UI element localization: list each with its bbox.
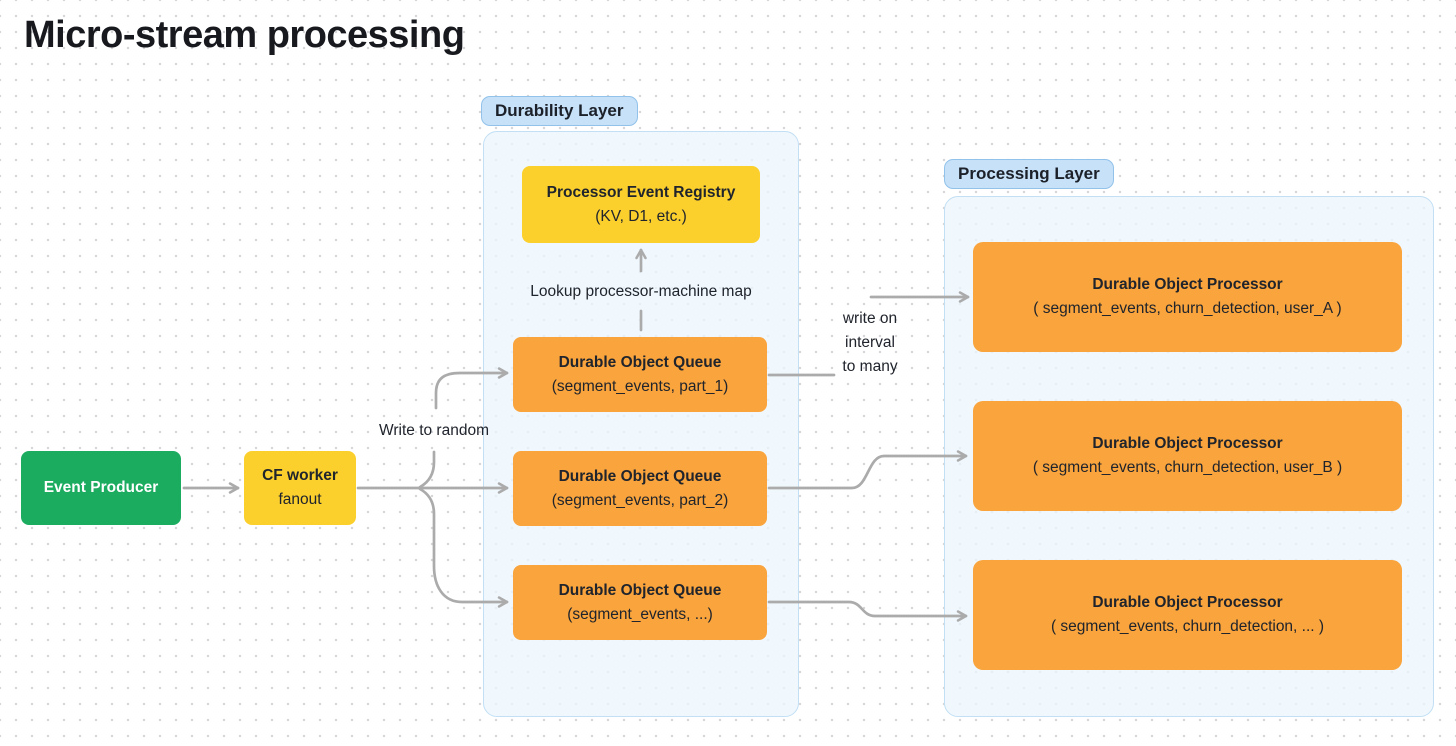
processing-layer-badge: Processing Layer: [944, 159, 1114, 189]
label-lookup-processor-machine-map: Lookup processor-machine map: [530, 283, 752, 300]
label-write-to-random: Write to random: [379, 422, 489, 439]
node-queue-part3-title: Durable Object Queue: [558, 581, 722, 599]
label-write-on-interval-line2: interval: [845, 334, 895, 351]
node-processor-user-b-title: Durable Object Processor: [1092, 435, 1283, 452]
node-processor-user-b: Durable Object Processor ( segment_event…: [973, 401, 1402, 511]
node-processor-event-registry: Processor Event Registry (KV, D1, etc.): [522, 166, 760, 243]
node-processor-user-a-subtitle: ( segment_events, churn_detection, user_…: [1033, 300, 1342, 317]
node-cf-worker-subtitle: fanout: [278, 491, 322, 508]
label-write-on-interval-to-many: write on interval to many: [842, 307, 897, 379]
node-queue-part1: Durable Object Queue (segment_events, pa…: [513, 337, 767, 412]
wire-fanout-up-stub: [418, 450, 436, 489]
label-write-on-interval-line1: write on: [842, 310, 898, 327]
node-queue-part3-subtitle: (segment_events, ...): [567, 605, 713, 623]
node-processor-etc: Durable Object Processor ( segment_event…: [973, 560, 1402, 670]
node-queue-part2-subtitle: (segment_events, part_2): [551, 491, 729, 509]
node-registry-title: Processor Event Registry: [546, 183, 736, 201]
node-queue-part2: Durable Object Queue (segment_events, pa…: [513, 451, 767, 526]
node-event-producer-label: Event Producer: [43, 479, 159, 496]
node-queue-part1-title: Durable Object Queue: [558, 353, 722, 371]
node-processor-etc-subtitle: ( segment_events, churn_detection, ... ): [1050, 618, 1325, 635]
node-event-producer: Event Producer: [21, 451, 181, 525]
node-registry-subtitle: (KV, D1, etc.): [595, 207, 687, 225]
node-processor-user-b-subtitle: ( segment_events, churn_detection, user_…: [1032, 459, 1343, 476]
node-processor-user-a-title: Durable Object Processor: [1092, 276, 1283, 293]
node-cf-worker-title: CF worker: [262, 467, 338, 484]
label-write-on-interval-line3: to many: [842, 358, 898, 375]
page-title: Micro-stream processing: [24, 14, 465, 56]
node-queue-part2-title: Durable Object Queue: [558, 467, 722, 485]
node-processor-etc-title: Durable Object Processor: [1092, 594, 1283, 611]
node-queue-part1-subtitle: (segment_events, part_1): [551, 377, 729, 395]
durability-layer-badge: Durability Layer: [481, 96, 638, 126]
node-cf-worker-fanout: CF worker fanout: [244, 451, 356, 525]
node-queue-part3: Durable Object Queue (segment_events, ..…: [513, 565, 767, 640]
node-processor-user-a: Durable Object Processor ( segment_event…: [973, 242, 1402, 352]
